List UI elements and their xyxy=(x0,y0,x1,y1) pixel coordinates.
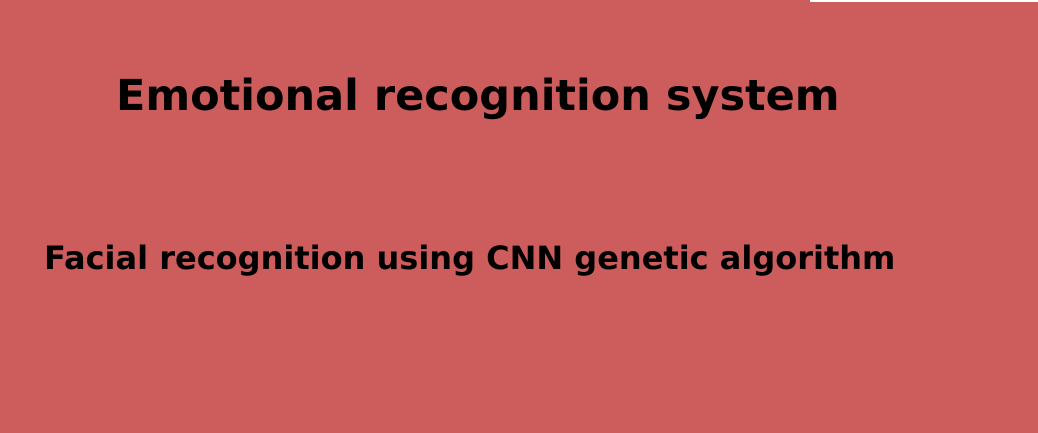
slide-subtitle: Facial recognition using CNN genetic alg… xyxy=(44,239,896,277)
top-edge-strip xyxy=(810,0,1038,2)
slide-title: Emotional recognition system xyxy=(116,71,840,121)
